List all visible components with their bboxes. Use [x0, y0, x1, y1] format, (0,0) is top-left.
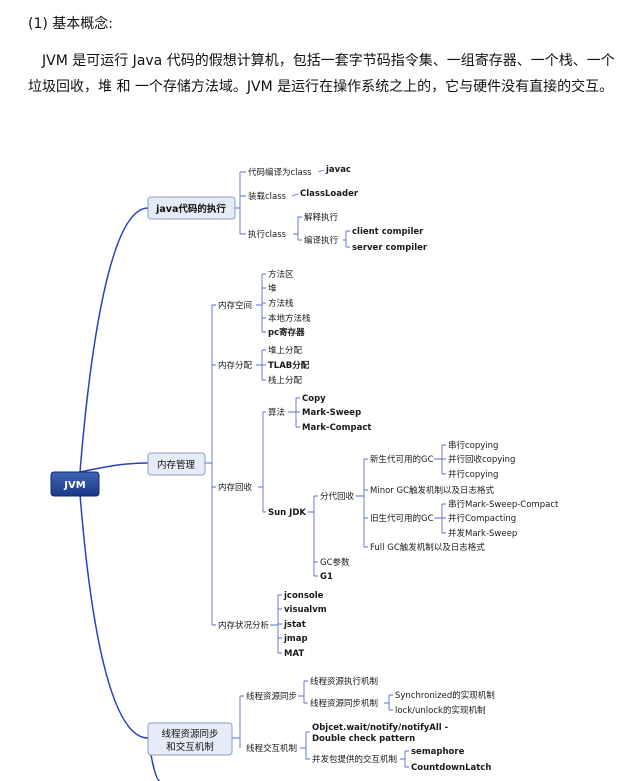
item-load: 装载class — [248, 191, 287, 202]
young-gc-1: 并行回收copying — [448, 454, 515, 465]
item-server-compiler: server compiler — [352, 243, 428, 253]
monitor-1: visualvm — [284, 605, 327, 615]
mem-space-1: 堆 — [268, 283, 277, 294]
mem-alloc-0: 堆上分配 — [268, 345, 303, 356]
monitor-2: jstat — [283, 620, 306, 630]
item-wait-1: Objcet.wait/notify/notifyAll - — [312, 723, 449, 733]
item-gc-algo: 算法 — [268, 407, 285, 418]
mem-space-3: 本地方法栈 — [268, 313, 311, 324]
mem-space-4: pc寄存器 — [268, 327, 305, 338]
item-young-gc: 新生代可用的GC — [370, 454, 434, 465]
intro-paragraph: JVM 是可运行 Java 代码的假想计算机，包括一套字节码指令集、一组寄存器、… — [28, 48, 618, 100]
node-memory-label: 内存管理 — [157, 459, 196, 471]
item-interpret: 解释执行 — [304, 212, 339, 223]
item-thread-sync: 线程资源同步 — [246, 691, 297, 702]
old-gc-0: 串行Mark-Sweep-Compact — [448, 499, 559, 510]
item-client-compiler: client compiler — [352, 227, 424, 237]
gc-algo-2: Mark-Compact — [302, 423, 371, 433]
mem-alloc-2: 栈上分配 — [268, 375, 303, 386]
node-thread-label-1: 线程资源同步 — [161, 728, 218, 740]
item-minor-gc: Minor GC触发机制以及日志格式 — [370, 485, 495, 496]
item-lock: lock/unlock的实现机制 — [395, 705, 485, 716]
item-run: 执行class — [248, 229, 287, 240]
item-concurrent: 并发包提供的交互机制 — [312, 754, 397, 765]
root-label: JVM — [63, 480, 85, 491]
sub-connectors — [205, 169, 446, 768]
item-full-gc: Full GC触发机制以及日志格式 — [370, 542, 485, 553]
monitor-3: jmap — [283, 634, 308, 644]
gc-algo-1: Mark-Sweep — [302, 408, 361, 418]
item-old-gc: 旧生代可用的GC — [370, 513, 434, 524]
old-gc-1: 并行Compacting — [448, 513, 516, 524]
section-heading: (1) 基本概念: — [28, 16, 113, 32]
item-thread-interact: 线程交互机制 — [246, 743, 297, 754]
item-synchronized: Synchronized的实现机制 — [395, 690, 495, 701]
node-memory[interactable]: 内存管理 — [147, 452, 206, 476]
item-sun-jdk: Sun JDK — [268, 508, 306, 518]
item-javac: javac — [325, 165, 351, 175]
monitor-0: jconsole — [283, 591, 324, 601]
node-thread[interactable]: 线程资源同步 和交互机制 — [147, 722, 233, 756]
mem-space-0: 方法区 — [268, 269, 294, 280]
old-gc-2: 并发Mark-Sweep — [448, 528, 517, 539]
node-java-exec-label: java代码的执行 — [155, 203, 226, 215]
young-gc-2: 并行copying — [448, 469, 498, 480]
item-classloader: ClassLoader — [300, 189, 359, 199]
gc-algo-0: Copy — [302, 394, 326, 404]
young-gc-0: 串行copying — [448, 440, 498, 451]
item-sync-impl: 线程资源同步机制 — [310, 698, 378, 709]
jvm-mindmap: JVM java代码的执行 代码编译为class javac 装载class C… — [50, 165, 559, 781]
root-node[interactable]: JVM — [50, 471, 100, 497]
item-mem-alloc: 内存分配 — [218, 360, 253, 371]
item-mem-monitor: 内存状况分析 — [218, 620, 270, 631]
mem-alloc-1: TLAB分配 — [268, 360, 310, 371]
item-compile: 代码编译为class — [248, 167, 312, 178]
item-g1: G1 — [320, 572, 333, 582]
item-countdownlatch: CountdownLatch — [411, 763, 491, 773]
item-mem-space: 内存空间 — [218, 300, 252, 311]
item-compile-exec: 编译执行 — [304, 235, 339, 246]
item-sync-exec: 线程资源执行机制 — [310, 676, 378, 687]
item-mem-gc: 内存回收 — [218, 482, 253, 493]
mem-space-2: 方法栈 — [268, 298, 294, 309]
intro-text: JVM 是可运行 Java 代码的假想计算机，包括一套字节码指令集、一组寄存器、… — [28, 53, 615, 95]
item-gc-params: GC参数 — [320, 557, 350, 568]
item-gen-gc: 分代回收 — [320, 491, 355, 502]
node-java-exec[interactable]: java代码的执行 — [147, 196, 236, 220]
node-thread-label-2: 和交互机制 — [166, 741, 214, 753]
monitor-4: MAT — [284, 649, 304, 659]
item-wait-2: Double check pattern — [312, 734, 415, 744]
item-semaphore: semaphore — [411, 747, 465, 757]
